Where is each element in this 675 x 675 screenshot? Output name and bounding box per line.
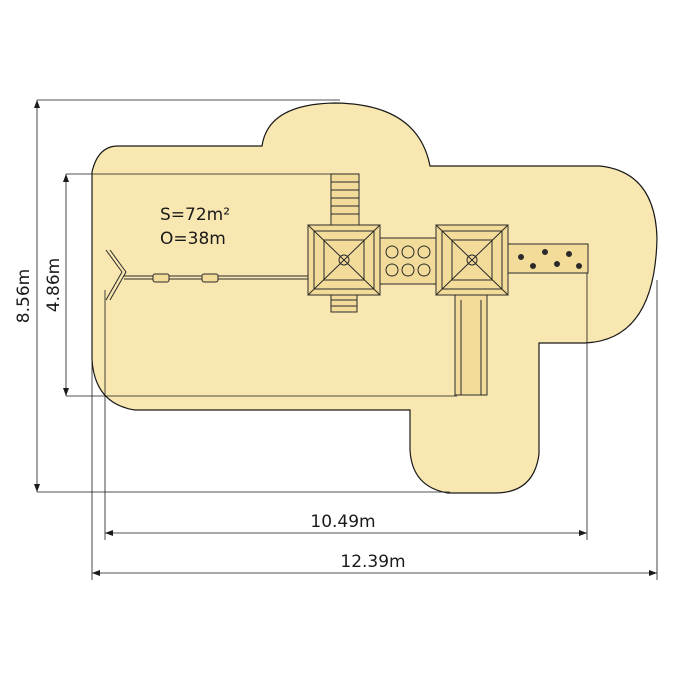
total-width-label: 12.39m <box>340 552 405 572</box>
swing-seat <box>152 273 170 283</box>
climbing-wall <box>507 243 589 274</box>
dimension-equipment-height: 4.86m <box>44 173 457 397</box>
swing-frame <box>105 249 127 301</box>
slide <box>454 294 488 396</box>
equipment-height-label: 4.86m <box>44 258 64 312</box>
steps-bottom <box>330 293 358 313</box>
rope-bridge <box>379 237 437 285</box>
perimeter-label: O=38m <box>160 229 226 249</box>
dimension-equipment-width: 10.49m <box>104 250 588 540</box>
swing-seat <box>201 273 219 283</box>
tower-roof-left <box>307 224 381 296</box>
dimension-total-height: 8.56m <box>14 99 450 493</box>
dimension-total-width: 12.39m <box>91 280 658 580</box>
tower-roof-right <box>435 224 509 296</box>
surface-area-label: S=72m² <box>160 205 230 225</box>
equipment-width-label: 10.49m <box>310 512 375 532</box>
ladder-top <box>330 173 360 227</box>
safety-zone <box>91 102 658 494</box>
total-height-label: 8.56m <box>14 269 34 323</box>
equipment <box>105 173 589 396</box>
